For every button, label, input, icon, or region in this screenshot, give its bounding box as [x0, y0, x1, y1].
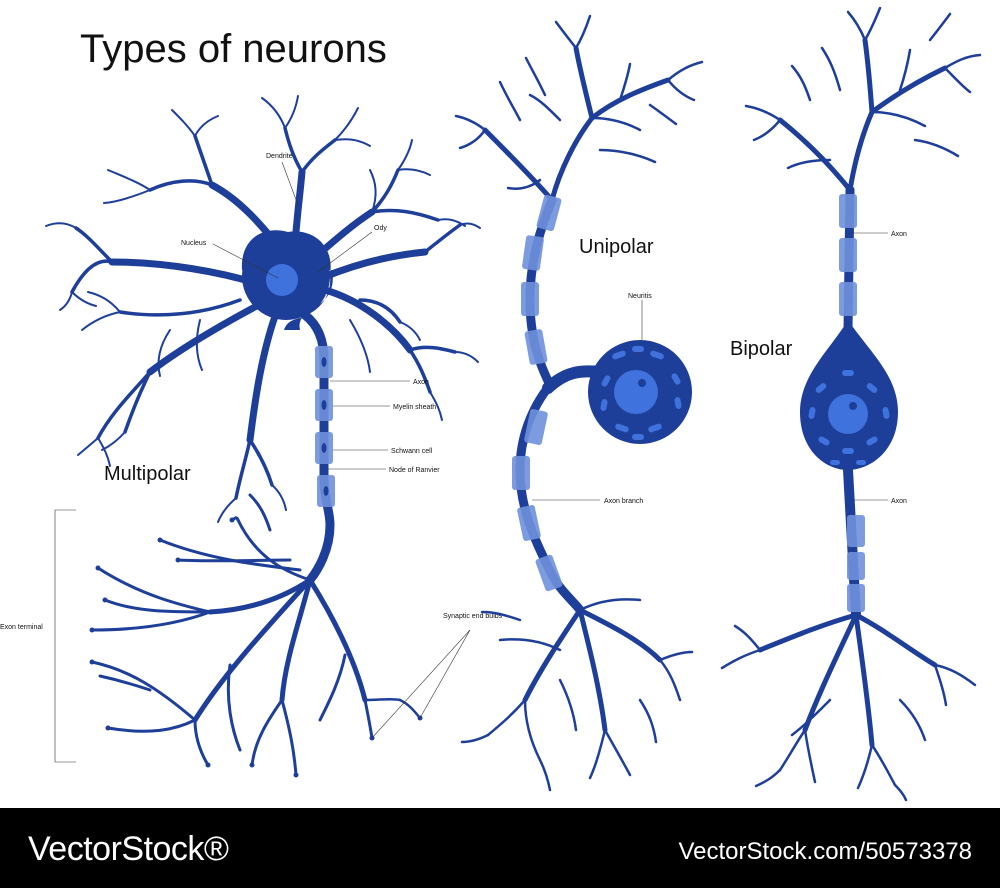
- label-axon: Axon: [413, 379, 429, 386]
- bipolar-neuron: Bipolar Axon Axon: [720, 6, 982, 802]
- unipolar-neuron: Unipolar Neuritis Axon branch: [454, 14, 704, 792]
- bipolar-myelin-top: [839, 194, 857, 316]
- label-dendrite: Dendrite: [266, 153, 293, 160]
- label-schwann-cell: Schwann cell: [391, 448, 433, 455]
- label-neuritis: Neuritis: [628, 293, 652, 300]
- unipolar-title: Unipolar: [579, 236, 654, 258]
- label-axon-bottom: Axon: [891, 498, 907, 505]
- unipolar-myelin: [512, 194, 563, 592]
- label-nucleus: Nucleus: [181, 240, 207, 247]
- label-axon-top: Axon: [891, 231, 907, 238]
- multipolar-neuron: Dendrite Nucleus Ody Axon Myelin sheath …: [0, 95, 503, 778]
- label-node-of-ranvier: Node of Ranvier: [389, 467, 440, 474]
- multipolar-title: Multipolar: [104, 463, 191, 485]
- label-synaptic-end-bulbs: Synaptic end bulbs: [443, 613, 503, 620]
- diagram-canvas: Types of neurons: [0, 6, 982, 802]
- image-id-text: VectorStock.com/50573378: [678, 838, 972, 865]
- label-ody: Ody: [374, 225, 387, 232]
- synaptic-end-bulbs: [89, 517, 423, 778]
- page-title: Types of neurons: [80, 27, 387, 71]
- bipolar-title: Bipolar: [730, 338, 793, 360]
- brand-logo: VectorStock®: [28, 830, 229, 868]
- watermark-footer: VectorStock® VectorStock.com/50573378: [0, 808, 1000, 888]
- label-exon-terminal: Exon terminal: [0, 624, 43, 631]
- exon-terminal-bracket: [54, 509, 76, 763]
- label-myelin-sheath: Myelin sheath: [393, 404, 436, 411]
- label-axon-branch: Axon branch: [604, 498, 643, 505]
- bipolar-myelin-bottom: [847, 515, 865, 612]
